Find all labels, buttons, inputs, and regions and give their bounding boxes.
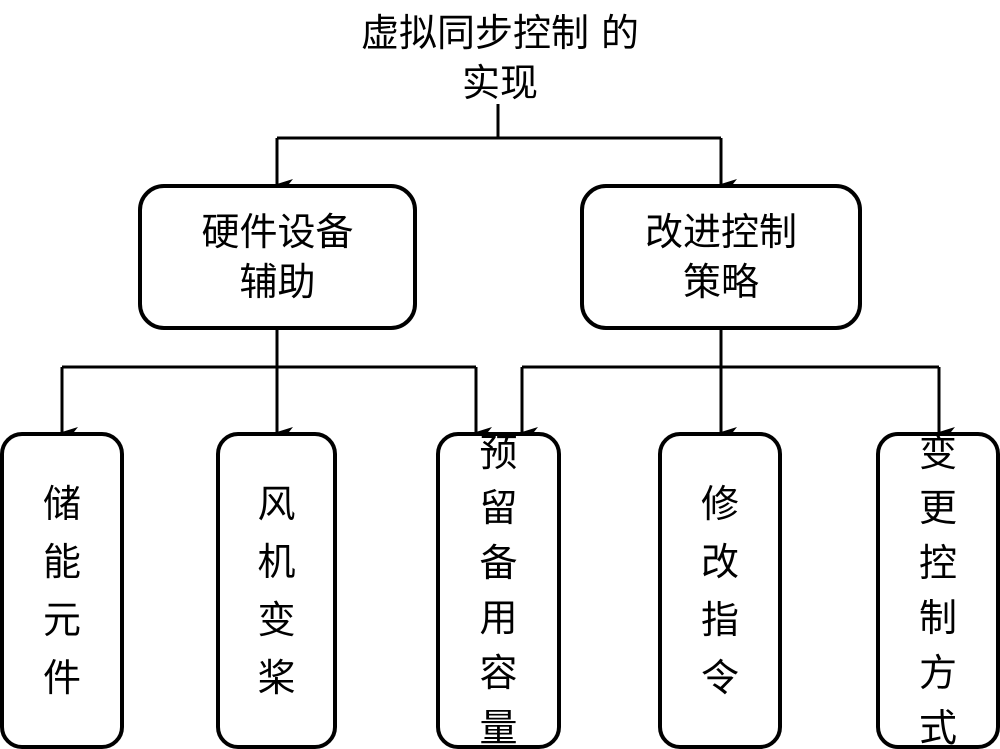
hardware-assist-label-line-1: 硬件设备 [201, 210, 354, 254]
hardware-assist-label: 硬件设备 辅助 [201, 207, 353, 307]
improved-strategy-label-line-2: 策略 [682, 260, 759, 304]
hardware-assist-label-line-2: 辅助 [239, 260, 316, 304]
pitch-control-box: 风机变桨 [216, 432, 337, 749]
improved-strategy-label: 改进控制 策略 [645, 207, 797, 307]
energy-storage-label: 储能元件 [42, 481, 81, 700]
reserve-capacity-box: 预留备用容量 [436, 431, 561, 749]
pitch-control-label: 风机变桨 [257, 481, 296, 700]
root-title-line-2: 的实现 [461, 11, 640, 105]
modify-command-box: 修改指令 [658, 432, 782, 749]
energy-storage-box: 储能元件 [0, 432, 124, 749]
change-control-mode-label: 变更控制方式 [918, 430, 957, 749]
hardware-assist-box: 硬件设备 辅助 [138, 184, 417, 330]
root-title: 虚拟同步控制 的实现 [360, 8, 640, 108]
reserve-capacity-label: 预留备用容量 [479, 430, 518, 749]
improved-strategy-label-line-1: 改进控制 [644, 210, 797, 254]
improved-strategy-box: 改进控制 策略 [580, 184, 862, 330]
change-control-mode-box: 变更控制方式 [876, 431, 1000, 749]
modify-command-label: 修改指令 [700, 481, 739, 700]
root-title-line-1: 虚拟同步控制 [360, 11, 589, 55]
